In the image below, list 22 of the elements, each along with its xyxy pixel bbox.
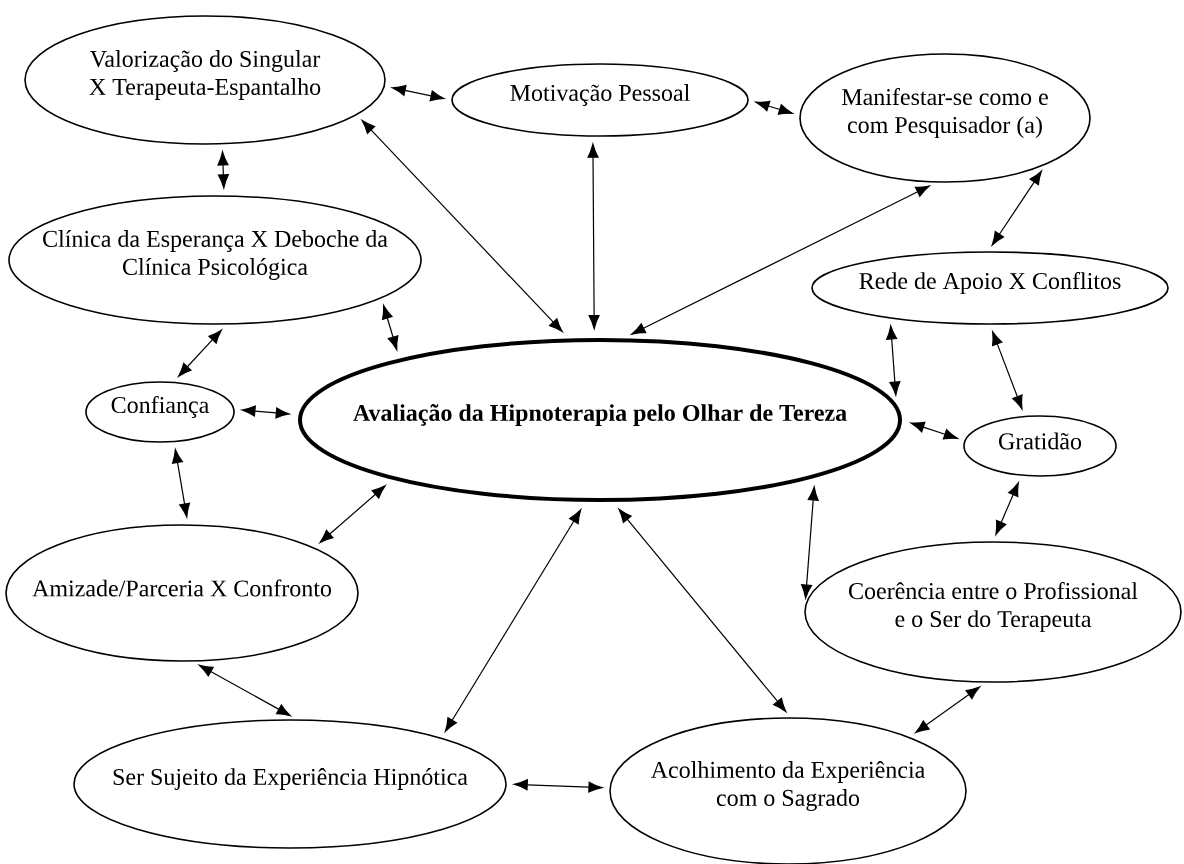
arrow: [241, 405, 290, 419]
arrow: [991, 170, 1043, 246]
arrow: [995, 482, 1019, 535]
arrow: [513, 779, 603, 793]
arrow: [381, 305, 399, 351]
arrow: [886, 325, 901, 396]
arrow: [915, 686, 981, 734]
arrow: [755, 100, 793, 115]
arrow: [391, 85, 445, 102]
arrow: [801, 486, 819, 599]
arrow: [178, 329, 222, 377]
arrow: [444, 509, 582, 732]
arrow: [618, 508, 787, 713]
arrow: [217, 151, 229, 189]
arrow: [992, 331, 1023, 410]
arrow: [587, 143, 600, 330]
arrow: [910, 421, 958, 440]
arrow: [631, 185, 930, 335]
arrow: [198, 664, 291, 717]
arrow: [361, 119, 563, 333]
arrow: [172, 449, 191, 518]
arrow: [319, 485, 386, 544]
